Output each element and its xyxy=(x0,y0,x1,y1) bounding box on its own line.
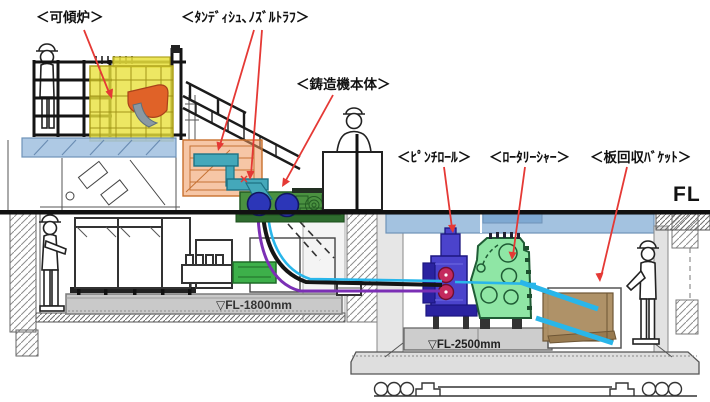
pit-partition-earth xyxy=(346,213,378,323)
cable-purple xyxy=(256,213,440,293)
pour-spout xyxy=(132,102,159,128)
label-floor-level: FL xyxy=(673,183,701,206)
cast-strip-path xyxy=(256,212,614,346)
foundation-rollers xyxy=(373,381,697,397)
ground-hatch-right xyxy=(655,213,710,231)
foundation-mat xyxy=(350,351,700,375)
datum-mark xyxy=(240,175,248,183)
label-tundish-nozzle-trough: ＜ﾀﾝﾃﾞｨｼｭ､ﾉｽﾞﾙﾄﾗﾌ＞ xyxy=(181,10,310,25)
strip-apron-black xyxy=(261,214,443,287)
left-pit xyxy=(9,213,404,357)
plate-recovery-bucket xyxy=(542,287,622,349)
label-tilting-furnace: ＜可傾炉＞ xyxy=(36,10,104,25)
tilting-mechanism-sketch xyxy=(7,140,180,210)
worker-right-pit xyxy=(625,240,660,345)
operator-pedestal xyxy=(322,151,383,211)
ground-level xyxy=(0,210,710,231)
strip-cyan xyxy=(266,212,443,283)
label-plate-recovery-bucket: ＜板回収ﾊﾞｹｯﾄ＞ xyxy=(590,150,692,165)
melt-shop-structure xyxy=(7,43,383,223)
rotary-shear-machine xyxy=(469,232,533,329)
floor-line xyxy=(0,210,710,215)
stairs xyxy=(182,80,301,171)
annotation-arrows xyxy=(83,29,628,282)
pinch-roll-machine xyxy=(422,227,478,329)
label-casting-machine-body: ＜鋳造機本体＞ xyxy=(296,77,391,92)
sample-rack xyxy=(181,254,233,284)
cut-plate-2 xyxy=(535,315,614,346)
tilting-furnace xyxy=(89,56,174,142)
green-drive-unit xyxy=(232,261,277,284)
label-pinch-roll: ＜ﾋﾟﾝﾁﾛｰﾙ＞ xyxy=(397,150,472,165)
tundish xyxy=(193,153,239,167)
label-pit1-depth: ▽FL-1800mm xyxy=(216,298,292,312)
hoist-block xyxy=(171,45,180,53)
caster-roll-left xyxy=(246,191,272,217)
operating-platform xyxy=(21,137,177,158)
dashed-opening xyxy=(287,221,335,261)
label-rotary-shear: ＜ﾛｰﾀﾘｰｼｬｰ＞ xyxy=(489,150,570,165)
worker-caster xyxy=(322,107,383,211)
left-pit-base-platform xyxy=(65,293,343,315)
cut-plate-1 xyxy=(519,279,599,312)
shear-top-bolts xyxy=(489,232,520,239)
worker-left-pit xyxy=(39,214,67,312)
left-pit-left-wall xyxy=(9,213,37,333)
label-pit2-depth: ▽FL-2500mm xyxy=(428,339,501,351)
left-pit-wall-footing xyxy=(15,329,39,357)
